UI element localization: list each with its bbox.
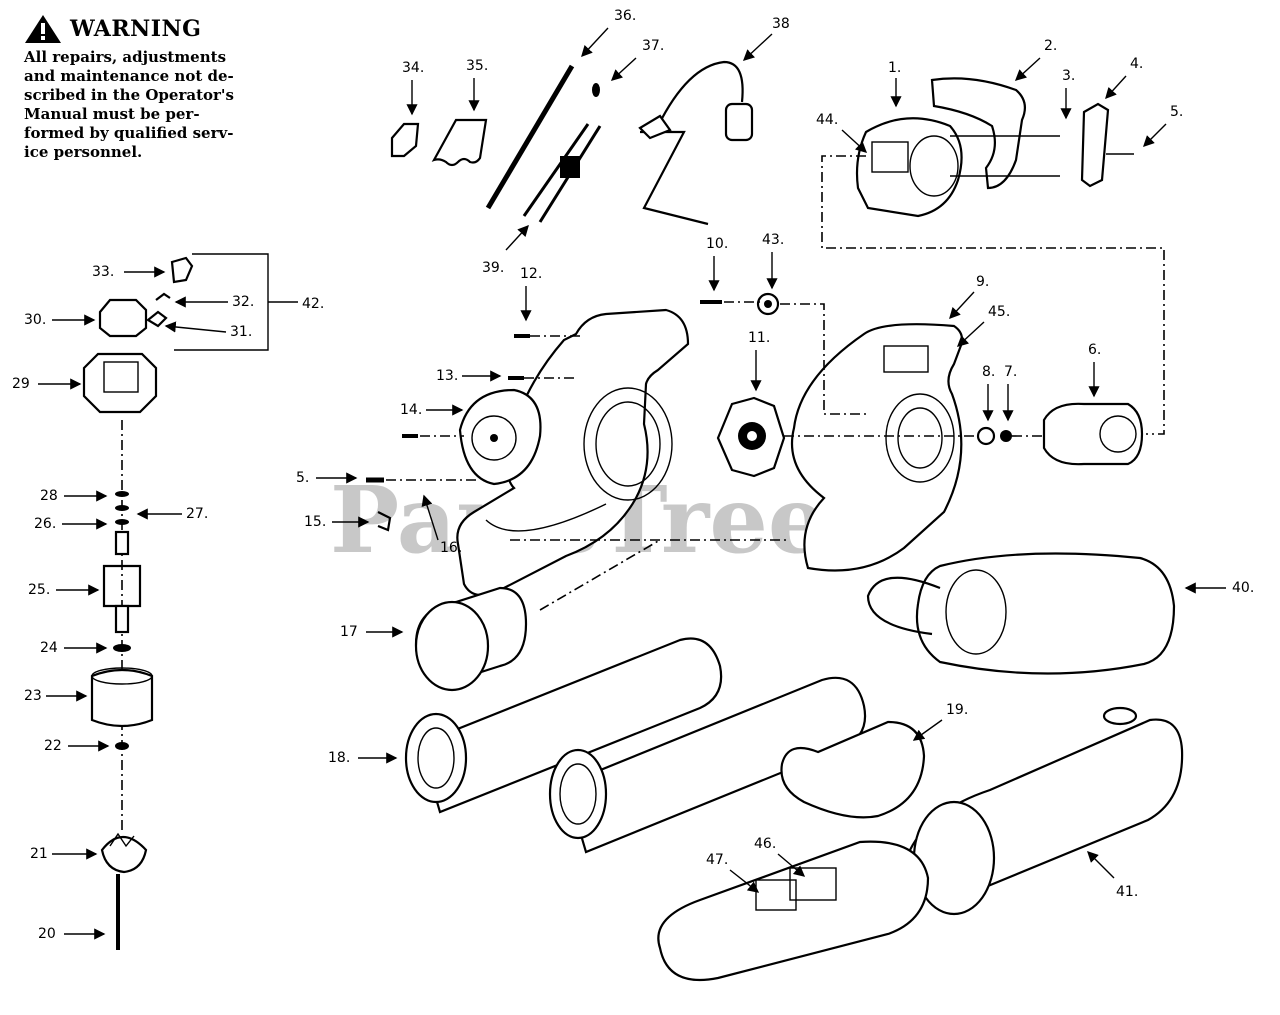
label-30: 30. (24, 312, 46, 328)
label-19: 19. (946, 702, 968, 718)
label-26: 26. (34, 516, 56, 532)
label-20: 20 (38, 926, 56, 942)
label-25: 25. (28, 582, 50, 598)
small-parts-top (390, 60, 754, 226)
label-40: 40. (1232, 580, 1254, 596)
label-9: 9. (976, 274, 989, 290)
warning-text: All repairs, adjustments and maintenance… (24, 48, 304, 162)
label-21: 21 (30, 846, 48, 862)
label-12: 12. (520, 266, 542, 282)
label-13: 13. (436, 368, 458, 384)
label-2: 2. (1044, 38, 1057, 54)
label-5-top: 5. (1170, 104, 1183, 120)
label-46: 46. (754, 836, 776, 852)
label-37: 37. (642, 38, 664, 54)
label-44: 44. (816, 112, 838, 128)
label-45: 45. (988, 304, 1010, 320)
label-16: 16. (440, 540, 462, 556)
label-34: 34. (402, 60, 424, 76)
label-23: 23 (24, 688, 42, 704)
label-47: 47. (706, 852, 728, 868)
label-17: 17 (340, 624, 358, 640)
warning-triangle-icon (25, 15, 61, 43)
label-39: 39. (482, 260, 504, 276)
label-43: 43. (762, 232, 784, 248)
warning-line: and maintenance not de- (24, 67, 234, 85)
blower-housing (366, 292, 1144, 611)
label-27: 27. (186, 506, 208, 522)
label-18: 18. (328, 750, 350, 766)
label-31: 31. (230, 324, 252, 340)
label-35: 35. (466, 58, 488, 74)
warning-line: formed by qualified serv- (24, 124, 234, 142)
label-5-left: 5. (296, 470, 309, 486)
label-4: 4. (1130, 56, 1143, 72)
warning-heading: WARNING (24, 14, 201, 44)
label-28: 28 (40, 488, 58, 504)
callout-labels: 1. 2. 3. 4. 5. 6. 7. 8. 9. 10. 11. 12. 1… (12, 8, 1254, 942)
warning-line: scribed in the Operator's (24, 86, 234, 104)
label-3: 3. (1062, 68, 1075, 84)
label-33: 33. (92, 264, 114, 280)
label-38: 38 (772, 16, 790, 32)
label-6: 6. (1088, 342, 1101, 358)
label-10: 10. (706, 236, 728, 252)
label-41: 41. (1116, 884, 1138, 900)
handle-assembly (821, 77, 1165, 435)
label-1: 1. (888, 60, 901, 76)
label-8: 8. (982, 364, 995, 380)
warning-line: Manual must be per- (24, 105, 200, 123)
label-29: 29 (12, 376, 30, 392)
label-36: 36. (614, 8, 636, 24)
motor-assembly-column (82, 253, 298, 950)
label-22: 22 (44, 738, 62, 754)
label-32: 32. (232, 294, 254, 310)
label-42: 42. (302, 296, 324, 312)
label-14: 14. (400, 402, 422, 418)
warning-line: All repairs, adjustments (24, 48, 227, 66)
warning-line: ice personnel. (24, 143, 143, 161)
tubes-and-accessories (404, 552, 1184, 982)
label-15: 15. (304, 514, 326, 530)
label-7: 7. (1004, 364, 1017, 380)
label-11: 11. (748, 330, 770, 346)
label-24: 24 (40, 640, 58, 656)
warning-title: WARNING (70, 16, 202, 42)
